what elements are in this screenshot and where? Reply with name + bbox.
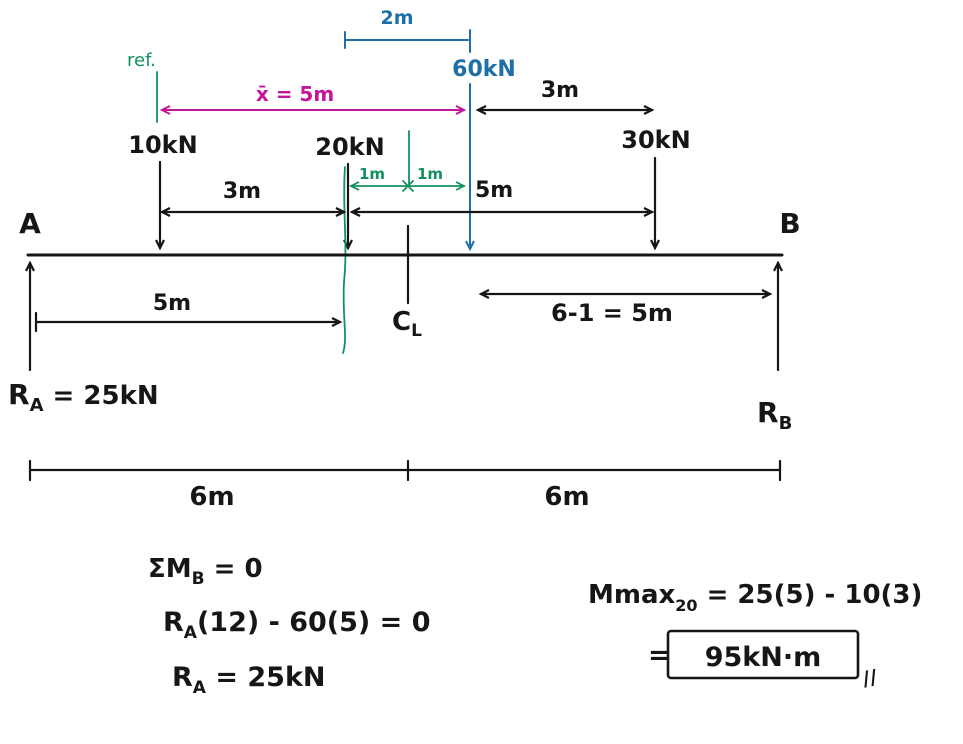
equation-mmax: Mmax20 = 25(5) - 10(3) [588, 580, 922, 615]
equation-sum-moments: ΣMB = 0 [148, 554, 263, 589]
reaction-a-sub: A [30, 395, 44, 416]
reference-line-group: ref. [127, 50, 158, 123]
equation-moment-expansion: RA(12) - 60(5) = 0 [163, 607, 430, 643]
support-a-label: A [19, 207, 41, 240]
centerline-base: C [392, 307, 411, 337]
load-10kn-label: 10kN [128, 131, 197, 159]
check-marks: // [860, 664, 880, 691]
dim-3m-right-group: 3m [475, 78, 655, 115]
moment-expansion-rest: (12) - 60(5) = 0 [197, 607, 431, 638]
dim-1m-group: 1m 1m [348, 130, 467, 192]
mmax-result-box [666, 629, 860, 680]
dim-1m-left-label: 1m [359, 165, 385, 183]
dim-3m-left-label: 3m [223, 179, 261, 204]
ra-result-rest: = 25kN [206, 662, 326, 693]
sum-moments-sub: B [192, 569, 205, 589]
moment-expansion-base: R [163, 607, 184, 638]
load-20kn-label: 20kN [315, 133, 384, 161]
dim-6m-right-label: 6m [544, 482, 589, 512]
mmax-rest: = 25(5) - 10(3) [698, 580, 923, 610]
dim-xbar-group: x̄ = 5m [159, 82, 467, 115]
ra-result-base: R [172, 662, 193, 693]
mmax-equals: = [648, 640, 671, 671]
reaction-b-sub: B [779, 413, 793, 434]
dim-3m-right-label: 3m [541, 78, 579, 103]
dim-6-minus-1-group: 6-1 = 5m [478, 289, 773, 327]
reaction-a-label: RA = 25kN [8, 378, 159, 416]
reaction-b-base: R [757, 396, 779, 429]
load-20kn-group: 20kN [315, 133, 385, 251]
ref-label: ref. [127, 50, 156, 71]
dim-1m-right-label: 1m [417, 165, 443, 183]
support-b-label: B [779, 207, 800, 240]
resultant-60kn-label: 60kN [452, 57, 516, 82]
dim-6-minus-1-label: 6-1 = 5m [551, 299, 673, 327]
sum-moments-base: ΣM [148, 554, 192, 584]
moment-expansion-sub: A [184, 623, 198, 643]
equation-ra-result: RA = 25kN [172, 662, 326, 698]
mmax-base: Mmax [588, 580, 676, 610]
centerline-group: CL [392, 224, 422, 341]
dim-span-group: 6m 6m [28, 459, 782, 512]
load-10kn-group: 10kN [128, 131, 198, 251]
dim-6m-left-label: 6m [189, 482, 234, 512]
dim-1m-center-cross-b [402, 180, 414, 192]
dim-5m-mid-label: 5m [475, 178, 513, 203]
mmax-result-group: = 95kN·m // [648, 629, 880, 691]
dim-2m-group: 2m [344, 7, 469, 49]
centerline-sub: L [411, 321, 422, 341]
dim-5m-lower-label: 5m [153, 291, 191, 316]
mmax-sub: 20 [675, 596, 697, 615]
dim-2m-label: 2m [380, 7, 413, 29]
resultant-60kn-group: 60kN [452, 29, 516, 252]
reaction-b-label: RB [757, 396, 792, 434]
centerline-label: CL [392, 307, 422, 341]
load-30kn-label: 30kN [621, 126, 690, 154]
ra-result-sub: A [193, 678, 207, 698]
reaction-a-base: R [8, 378, 30, 411]
section-cut-line [342, 166, 347, 354]
reaction-a-rest: = 25kN [44, 381, 159, 411]
sum-moments-rest: = 0 [205, 554, 263, 584]
load-30kn-group: 30kN [621, 126, 691, 251]
dim-5m-lower-group: 5m [34, 291, 343, 333]
dim-3m-5m-group: 3m 5m [159, 178, 655, 217]
dim-xbar-label: x̄ = 5m [256, 82, 334, 106]
mmax-result-value: 95kN·m [705, 642, 822, 673]
